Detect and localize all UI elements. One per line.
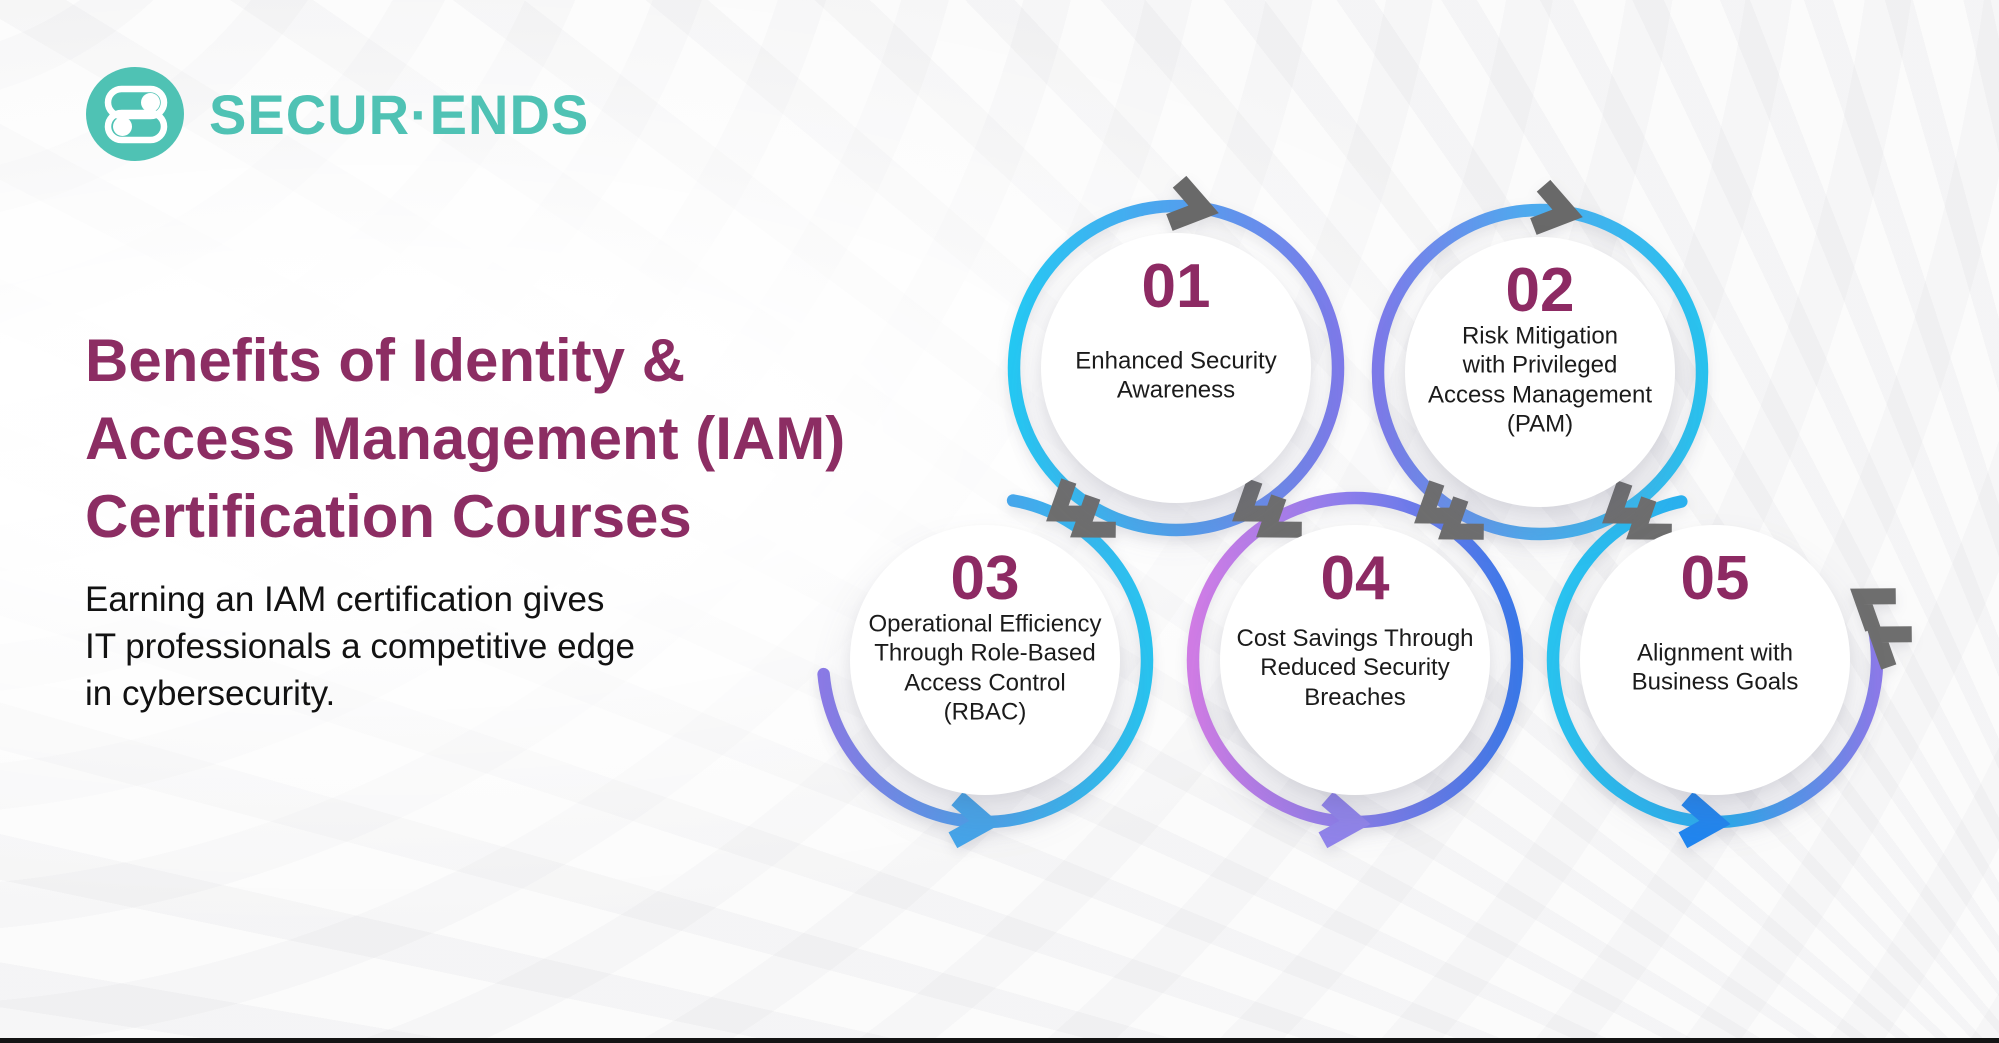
ring-step-02 bbox=[1371, 203, 1709, 541]
junction-chevrons-icon-02-04 bbox=[1414, 480, 1484, 540]
flow-arrow-icon-top-02 bbox=[1530, 179, 1583, 235]
flow-arrow-icon-bottom-04 bbox=[1318, 791, 1371, 849]
step-number: 03 bbox=[950, 544, 1020, 613]
step-label: Enhanced Security Awareness bbox=[1075, 347, 1277, 405]
junction-chevrons-icon-02-05 bbox=[1602, 480, 1672, 540]
step-node-03: 03 Operational Efficiency Through Role-B… bbox=[850, 525, 1120, 795]
step-number: 02 bbox=[1505, 256, 1575, 325]
step-number: 01 bbox=[1141, 252, 1211, 321]
step-number: 04 bbox=[1320, 544, 1390, 613]
step-node-05: 05 Alignment with Business Goals bbox=[1580, 525, 1850, 795]
bottom-border-line bbox=[0, 1038, 1999, 1043]
step-node-02: 02 Risk Mitigation with Privileged Acces… bbox=[1405, 237, 1675, 507]
page-subtitle: Earning an IAM certification gives IT pr… bbox=[85, 580, 635, 713]
step-label: Risk Mitigation with Privileged Access M… bbox=[1427, 322, 1653, 438]
step-label: Operational Efficiency Through Role-Base… bbox=[868, 610, 1102, 726]
flow-arrow-icon-bottom-03 bbox=[948, 791, 1001, 849]
ring-step-03 bbox=[817, 494, 1154, 829]
brand-logo: SECUR·ENDS bbox=[85, 64, 589, 164]
step-label: Cost Savings Through Reduced Security Br… bbox=[1236, 625, 1474, 711]
page-title: Benefits of Identity & Access Management… bbox=[85, 327, 846, 550]
ring-step-01 bbox=[1007, 199, 1345, 537]
step-node-01: 01 Enhanced Security Awareness bbox=[1041, 233, 1311, 503]
brand-name: SECUR·ENDS bbox=[209, 82, 590, 146]
ring-step-05 bbox=[1546, 495, 1884, 829]
junction-chevrons-icon-01-04 bbox=[1232, 478, 1302, 538]
step-node-04: 04 Cost Savings Through Reduced Security… bbox=[1220, 525, 1490, 795]
junction-chevrons-icon-01-03 bbox=[1046, 478, 1116, 538]
flow-arrow-icon-top-01 bbox=[1166, 175, 1219, 231]
flow-arrow-icon-bottom-05 bbox=[1678, 791, 1731, 849]
step-label: Alignment with Business Goals bbox=[1631, 639, 1799, 697]
step-number: 05 bbox=[1680, 544, 1750, 613]
junction-chevrons-icon-05-end bbox=[1850, 588, 1912, 670]
brand-logo-icon bbox=[86, 67, 184, 161]
